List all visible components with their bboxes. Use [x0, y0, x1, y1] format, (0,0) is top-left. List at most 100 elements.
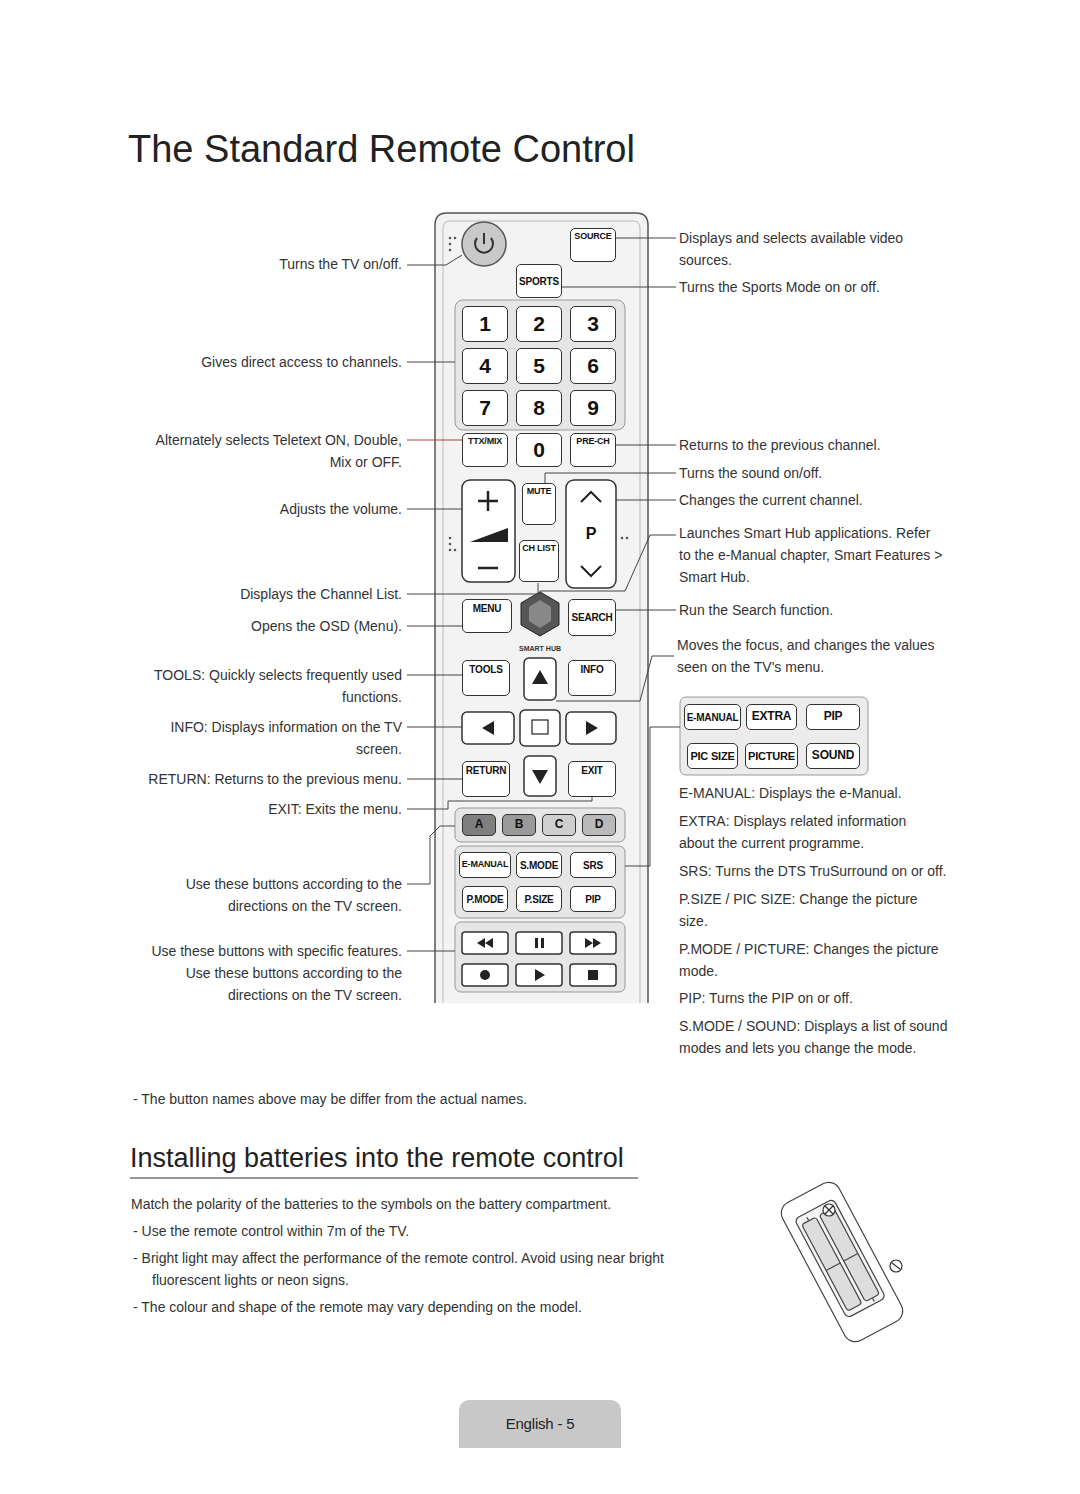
button-label: E-MANUAL	[462, 860, 508, 870]
button-label: P.SIZE	[524, 894, 553, 905]
button-label: 7	[479, 396, 490, 419]
callout-text: Displays the Channel List.	[130, 583, 402, 605]
remote-button: 5	[516, 348, 562, 384]
remote-drawing-circle	[449, 249, 452, 252]
button-label: 4	[479, 354, 490, 377]
remote-drawing-path	[443, 221, 640, 1003]
remote-button: MENU	[462, 599, 512, 633]
remote-drawing-polygon	[532, 670, 548, 684]
remote-drawing-rect	[794, 1199, 885, 1319]
button-label: P	[586, 525, 596, 543]
callout-text: S.MODE / SOUND: Displays a list of sound…	[679, 1015, 956, 1059]
callout-text: SRS: Turns the DTS TruSurround on or off…	[679, 860, 969, 882]
remote-drawing-circle	[462, 222, 506, 266]
button-label: PIP	[585, 894, 601, 905]
remote-drawing-circle	[449, 549, 452, 552]
remote-drawing-polyline	[407, 362, 455, 363]
button-label: 5	[533, 354, 544, 377]
remote-drawing-polyline	[407, 255, 462, 265]
remote-drawing-line	[892, 1263, 900, 1269]
remote-drawing-circle	[890, 1260, 902, 1272]
remote-drawing-circle	[823, 1204, 835, 1216]
remote-drawing-polygon	[535, 969, 545, 981]
remote-drawing-rect	[524, 756, 556, 796]
remote-drawing-circle	[454, 549, 457, 552]
remote-drawing-polyline	[556, 656, 674, 701]
callout-text: TOOLS: Quickly selects frequently used f…	[142, 664, 402, 708]
remote-button: P	[566, 480, 616, 588]
remote-drawing-line	[844, 1254, 858, 1262]
remote-drawing-polyline	[616, 445, 676, 446]
remote-drawing-polyline	[407, 440, 462, 441]
button-label: EXTRA	[752, 710, 792, 723]
callout-text: RETURN: Returns to the previous menu.	[110, 768, 402, 790]
remote-button: PRE-CH	[570, 433, 616, 467]
remote-button: S.MODE	[516, 852, 562, 878]
remote-drawing-circle	[449, 543, 452, 546]
button-label: PIC SIZE	[690, 750, 734, 762]
remote-drawing-polyline	[616, 238, 676, 239]
remote-drawing-polygon	[485, 938, 493, 948]
remote-button: SPORTS	[516, 264, 562, 298]
remote-button: E-MANUAL	[459, 852, 511, 878]
button-label: TTX/MIX	[468, 437, 502, 447]
button-label: 0	[533, 438, 544, 461]
remote-drawing-rect	[462, 932, 508, 954]
remote-drawing-g	[823, 1204, 902, 1272]
remote-button: INFO	[568, 660, 616, 696]
callout-text: Turns the sound on/off.	[679, 462, 969, 484]
remote-drawing-rect	[566, 480, 616, 588]
remote-drawing-line	[130, 1178, 638, 1179]
remote-drawing-line	[825, 1206, 833, 1214]
remote-drawing-line	[478, 500, 498, 503]
remote-button: PIP	[806, 704, 860, 730]
callout-text: P.MODE / PICTURE: Changes the picture mo…	[679, 938, 946, 982]
remote-drawing-rect	[455, 300, 625, 430]
remote-drawing-polygon	[593, 938, 601, 948]
button-label: INFO	[580, 664, 603, 675]
remote-drawing-circle	[449, 243, 452, 246]
section-heading: Installing batteries into the remote con…	[130, 1142, 830, 1174]
remote-drawing-polyline	[407, 779, 462, 780]
callout-text: Turns the TV on/off.	[130, 253, 402, 275]
remote-drawing-polyline	[562, 287, 676, 288]
callout-text: EXIT: Exits the menu.	[130, 798, 402, 820]
remote-button: PIC SIZE	[687, 743, 738, 769]
page-title: The Standard Remote Control	[128, 128, 635, 171]
remote-button: 4	[462, 348, 508, 384]
remote-drawing-g	[462, 932, 616, 986]
remote-drawing-polyline	[407, 797, 592, 809]
callout-text: Alternately selects Teletext ON, Double,…	[140, 429, 402, 473]
button-label: SOURCE	[574, 232, 611, 242]
button-label: S.MODE	[520, 860, 558, 871]
note: - The button names above may be differ f…	[133, 1088, 833, 1110]
remote-drawing-rect	[570, 964, 616, 986]
note: - The colour and shape of the remote may…	[133, 1296, 753, 1318]
button-label: SOUND	[812, 749, 854, 762]
remote-drawing-polyline	[616, 500, 676, 501]
button-label: 6	[587, 354, 598, 377]
button-label: EXIT	[581, 765, 602, 776]
button-label: English - 5	[506, 1416, 575, 1433]
page-number-tab: English - 5	[459, 1400, 621, 1448]
button-label: 9	[587, 396, 598, 419]
button-label: RETURN	[466, 765, 506, 776]
callout-text: Opens the OSD (Menu).	[130, 615, 402, 637]
button-label: B	[515, 818, 523, 831]
remote-drawing-polygon	[470, 528, 508, 542]
remote-drawing-rect	[570, 932, 616, 954]
remote-drawing-polyline	[540, 535, 676, 592]
remote-drawing-polyline	[581, 566, 601, 576]
callout-text: PIP: Turns the PIP on or off.	[679, 987, 969, 1009]
callout-text: Turns the Sports Mode on or off.	[679, 276, 969, 298]
remote-drawing-polyline	[616, 610, 676, 611]
remote-button: C	[542, 814, 576, 836]
remote-drawing-polygon	[521, 592, 559, 636]
remote-drawing-g	[477, 938, 601, 981]
button-label: SRS	[583, 860, 603, 871]
button-label: MUTE	[527, 487, 552, 497]
callout-text: EXTRA: Displays related information abou…	[679, 810, 915, 854]
remote-button: SRS	[570, 852, 616, 878]
remote-drawing-rect	[516, 964, 562, 986]
